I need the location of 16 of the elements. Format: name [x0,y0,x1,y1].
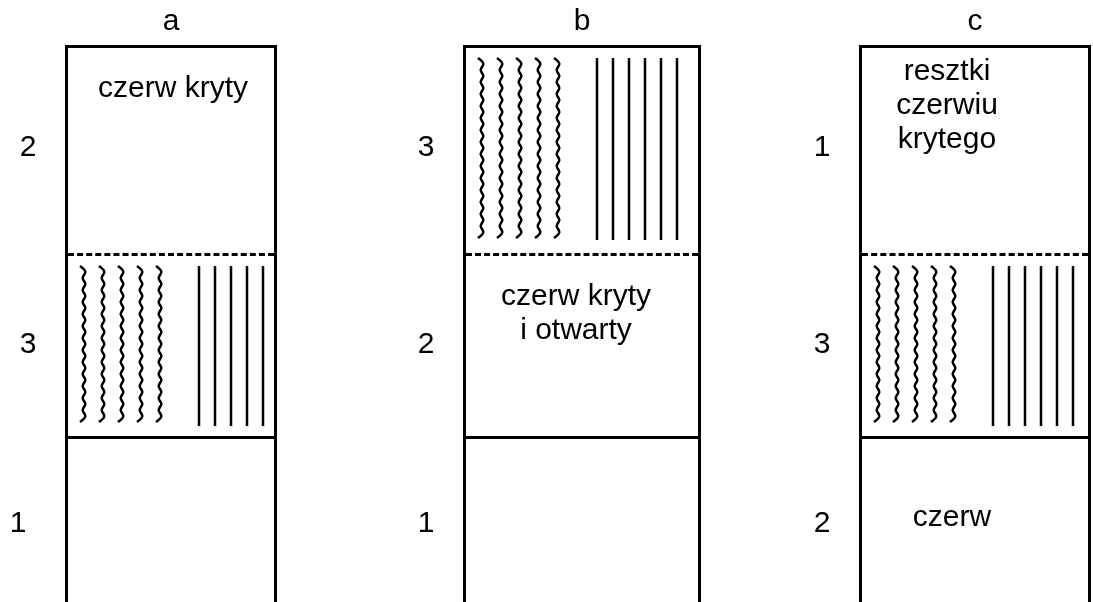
box-number: 3 [416,128,436,163]
box-label: czerw kryty i otwarty [501,278,651,346]
box-label: czerw kryty [98,70,248,104]
box-label: resztki czerwiu krytego [895,53,999,155]
box-label: czerw [911,499,993,533]
column-letter: a [161,2,181,38]
box-number: 1 [416,504,436,539]
column-letter: c [966,2,984,38]
box-number: 2 [416,325,436,360]
box-number: 2 [18,128,38,163]
box-number: 1 [8,504,28,539]
box-number: 3 [18,325,38,360]
box-number: 3 [812,325,832,360]
column-letter: b [572,2,592,38]
box-number: 1 [812,128,832,163]
box-number: 2 [812,504,832,539]
